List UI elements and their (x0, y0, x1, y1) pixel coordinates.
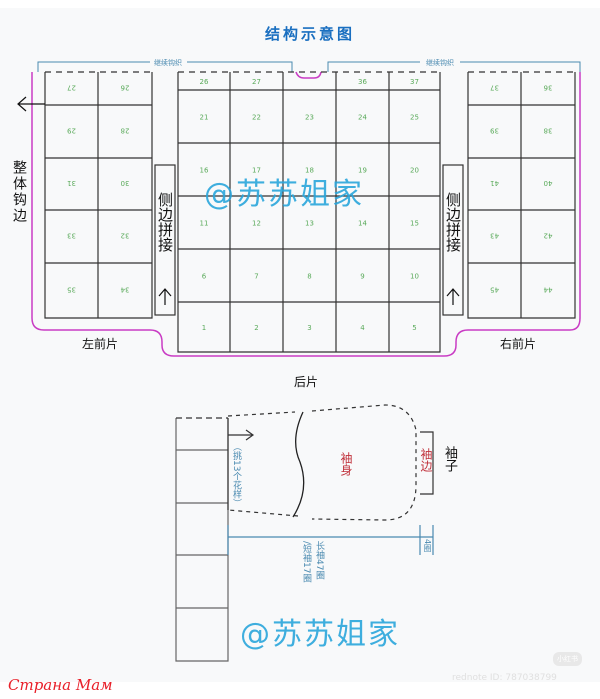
cell-number: 30 (121, 179, 130, 187)
sleeve-outline (227, 404, 417, 521)
cell-number: 41 (490, 179, 499, 187)
watermark: @苏苏姐家 (204, 177, 364, 212)
site-logo: Страна Мам (8, 676, 113, 694)
cell-number: 21 (200, 114, 209, 122)
continue-label-right: 继续钩织 (426, 58, 454, 67)
arrow-up-icon (446, 288, 460, 305)
cell-number: 3 (307, 324, 311, 332)
cell-number: 33 (67, 232, 76, 240)
continue-bracket-right (327, 61, 581, 72)
cell-number: 23 (305, 114, 314, 122)
cell-number: 2 (254, 324, 258, 332)
cell-number: 35 (67, 286, 76, 294)
cell-number: 40 (544, 179, 553, 187)
cell-number: 44 (543, 286, 552, 294)
cell-number: 42 (544, 232, 553, 240)
long-sleeve-label: 长袖47圈 (314, 541, 324, 580)
cell-number: 26 (200, 78, 209, 86)
cuff-label: 袖边 (419, 448, 433, 472)
cell-number: 29 (67, 127, 76, 135)
cell-number: 10 (410, 273, 419, 281)
back-label: 后片 (294, 375, 318, 389)
side-join-label-right: 侧边拼接 (444, 192, 462, 252)
cell-number: 27 (252, 78, 261, 86)
cell-number: 18 (305, 167, 314, 175)
cell-number: 15 (410, 220, 419, 228)
edge-outline (31, 71, 581, 357)
cell-number: 1 (202, 324, 206, 332)
cell-number: 13 (305, 220, 314, 228)
cell-number: 22 (252, 114, 261, 122)
cell-number: 20 (410, 167, 419, 175)
left-front-label: 左前片 (82, 336, 118, 351)
diagram-background (0, 8, 600, 682)
side-join-label-left: 侧边拼接 (156, 192, 174, 252)
cell-number: 45 (490, 286, 499, 294)
cell-number: 7 (254, 273, 258, 281)
pickup-label: （挑13个花样） (231, 442, 241, 508)
watermark: @苏苏姐家 (240, 617, 400, 652)
cell-number: 19 (358, 167, 367, 175)
right-front-label: 右前片 (500, 336, 536, 351)
cell-number: 8 (307, 273, 311, 281)
rednote-id: rednote ID: 787038799 (452, 673, 557, 683)
arrow-left-icon (17, 96, 45, 112)
panel-border (177, 72, 441, 353)
cell-number: 25 (410, 114, 419, 122)
cell-number: 36 (543, 84, 552, 92)
length-measure-line (227, 525, 434, 555)
cuff-rounds-label: 4圈 (423, 539, 432, 553)
cell-number: 17 (252, 167, 261, 175)
edge-label: 整体钩边 (11, 160, 27, 224)
sleeve-body-label: 袖身 (339, 452, 353, 476)
left-front-panel (44, 71, 153, 319)
side-join-strip-right (442, 164, 464, 316)
sleeve-pickup-column (175, 418, 229, 662)
cell-number: 37 (490, 84, 499, 92)
cell-number: 11 (200, 220, 209, 228)
short-sleeve-label: /短袖17圈 (301, 541, 311, 583)
arrow-up-icon (158, 288, 172, 305)
continue-bracket-left (37, 61, 293, 72)
right-front-panel (467, 71, 576, 319)
sleeve-break-line (292, 411, 305, 518)
cell-number: 12 (252, 220, 261, 228)
continue-label-left: 继续钩织 (154, 58, 182, 67)
cuff-bracket (420, 431, 434, 495)
app-badge: 小红书 (553, 652, 582, 666)
cell-number: 31 (67, 179, 76, 187)
cell-number: 36 (358, 78, 367, 86)
back-panel (177, 71, 441, 353)
cell-number: 16 (200, 167, 209, 175)
cell-number: 5 (412, 324, 416, 332)
cell-number: 4 (360, 324, 365, 332)
side-join-strip-left (154, 164, 176, 316)
sleeve-label: 袖子 (442, 446, 457, 472)
cell-number: 27 (67, 84, 76, 92)
cell-number: 39 (490, 127, 499, 135)
cell-number: 37 (410, 78, 419, 86)
cell-number: 43 (490, 232, 499, 240)
cell-number: 38 (544, 127, 553, 135)
cell-number: 14 (358, 220, 367, 228)
arrow-right-icon (228, 429, 255, 441)
cell-number: 28 (121, 127, 130, 135)
cell-number: 9 (360, 273, 364, 281)
cell-number: 34 (120, 286, 129, 294)
cell-number: 26 (120, 84, 129, 92)
cell-number: 6 (202, 273, 207, 281)
cell-number: 24 (358, 114, 367, 122)
diagram-title: 结构示意图 (265, 25, 355, 43)
cell-number: 32 (121, 232, 130, 240)
